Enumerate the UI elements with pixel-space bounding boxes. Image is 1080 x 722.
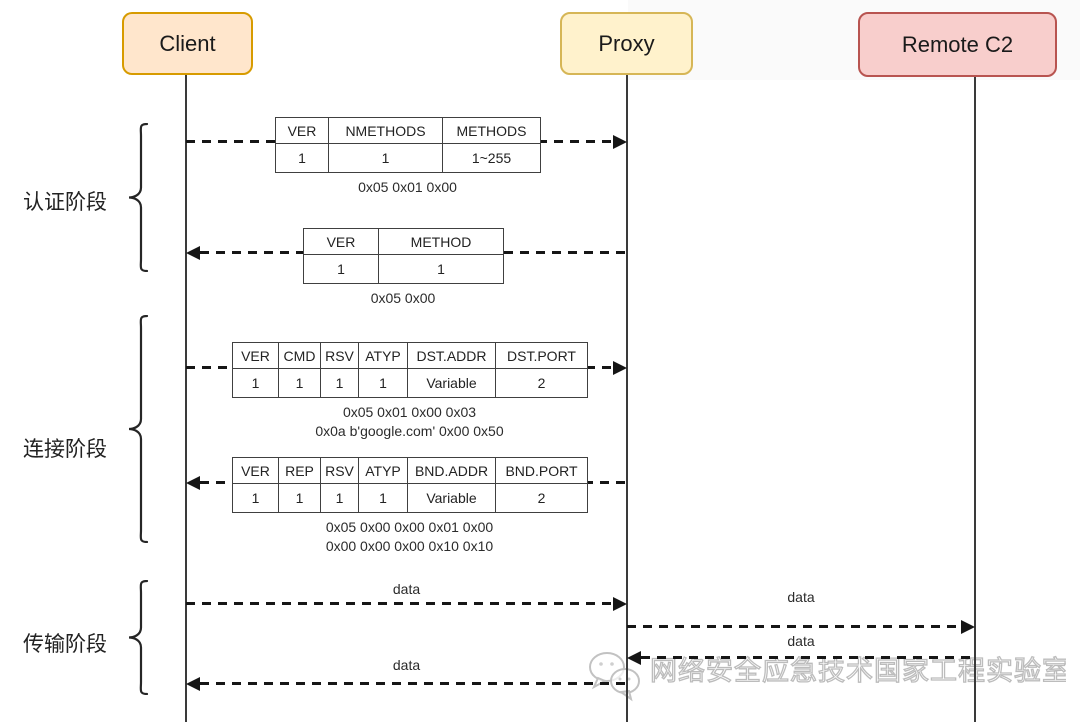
table-value-cell: 1 [275,143,329,173]
connect-reply-table: VER REP RSV ATYP BND.ADDR BND.PORT 1 1 1… [232,457,588,513]
arrow-data-proxy-to-client [200,682,627,685]
arrowhead-left-icon [186,476,200,490]
phase-label-transfer: 传输阶段 [23,633,107,656]
table-value-cell: 1 [328,143,443,173]
arrowhead-right-icon [613,361,627,375]
arrow-data-proxy-to-c2 [627,625,961,628]
arrowhead-right-icon [961,620,975,634]
table-header-cell: ATYP [358,457,408,484]
brace-connect-phase [128,315,149,543]
actor-box-proxy: Proxy [560,12,693,75]
table-header-cell: NMETHODS [328,117,443,144]
table-header-cell: DST.ADDR [407,342,496,369]
lifeline-remote-c2 [974,77,976,722]
arrowhead-left-icon [186,246,200,260]
table-value-cell: 1 [320,483,359,513]
hex-label-auth-reply: 0x05 0x00 [370,290,436,306]
actor-label-proxy: Proxy [598,30,655,56]
data-label-proxy-to-client: data [392,657,421,673]
auth-request-table: VER NMETHODS METHODS 1 1 1~255 [275,117,541,173]
hex-line: 0x05 0x00 0x00 0x01 0x00 [325,519,494,535]
data-label-client-to-proxy: data [392,581,421,597]
table-header-cell: DST.PORT [495,342,588,369]
table-header-cell: RSV [320,342,359,369]
arrow-data-c2-to-proxy [641,656,975,659]
brace-auth-phase [128,123,149,272]
table-value-cell: 1 [232,483,279,513]
actor-label-remote-c2: Remote C2 [901,31,1014,57]
data-label-c2-to-proxy: data [787,633,815,649]
hex-line: 0x0a b'google.com' 0x00 0x50 [315,423,504,439]
hex-label-connect-request: 0x05 0x01 0x00 0x03 0x0a b'google.com' 0… [182,403,637,441]
table-value-cell: 1~255 [442,143,541,173]
watermark-text-svg: 网络安全应急技术国家工程实验室 [649,655,1066,686]
lifeline-proxy [626,75,628,722]
table-value-cell: 1 [278,368,321,398]
table-value-cell: 1 [358,368,408,398]
table-value-cell: 1 [303,254,379,284]
table-header-cell: VER [232,342,279,369]
table-header-cell: METHOD [378,228,504,255]
hex-label-auth-request: 0x05 0x01 0x00 [358,179,457,195]
table-header-cell: VER [303,228,379,255]
table-header-cell: BND.PORT [495,457,588,484]
phase-label-auth: 认证阶段 [23,191,107,214]
table-value-cell: 1 [378,254,504,284]
table-value-cell: 2 [495,483,588,513]
table-header-cell: ATYP [358,342,408,369]
arrowhead-left-icon [627,651,641,665]
table-header-cell: VER [275,117,329,144]
table-value-cell: 1 [232,368,279,398]
table-header-cell: METHODS [442,117,541,144]
connect-request-table: VER CMD RSV ATYP DST.ADDR DST.PORT 1 1 1… [232,342,588,398]
table-value-cell: 1 [320,368,359,398]
actor-box-remote-c2: Remote C2 [858,12,1057,77]
phase-label-connect: 连接阶段 [23,438,107,461]
table-value-cell: Variable [407,483,496,513]
table-header-cell: VER [232,457,279,484]
actor-box-client: Client [122,12,253,75]
watermark-text: 网络安全应急技术国家工程实验室 [650,656,1066,686]
data-label-proxy-to-c2: data [787,589,815,605]
table-header-cell: RSV [320,457,359,484]
arrowhead-left-icon [186,677,200,691]
auth-reply-table: VER METHOD 1 1 [303,228,504,284]
table-header-cell: BND.ADDR [407,457,496,484]
brace-transfer-phase [128,580,149,695]
table-header-cell: CMD [278,342,321,369]
lifeline-client [185,75,187,722]
table-value-cell: 1 [278,483,321,513]
actor-label-client: Client [159,30,216,56]
table-header-cell: REP [278,457,321,484]
arrow-data-client-to-proxy [186,602,613,605]
hex-line: 0x05 0x01 0x00 0x03 [342,404,477,420]
table-value-cell: 2 [495,368,588,398]
hex-label-connect-reply: 0x05 0x00 0x00 0x01 0x00 0x00 0x00 0x00 … [182,518,637,556]
arrowhead-right-icon [613,597,627,611]
arrowhead-right-icon [613,135,627,149]
table-value-cell: Variable [407,368,496,398]
hex-line: 0x00 0x00 0x00 0x10 0x10 [325,538,494,554]
table-value-cell: 1 [358,483,408,513]
